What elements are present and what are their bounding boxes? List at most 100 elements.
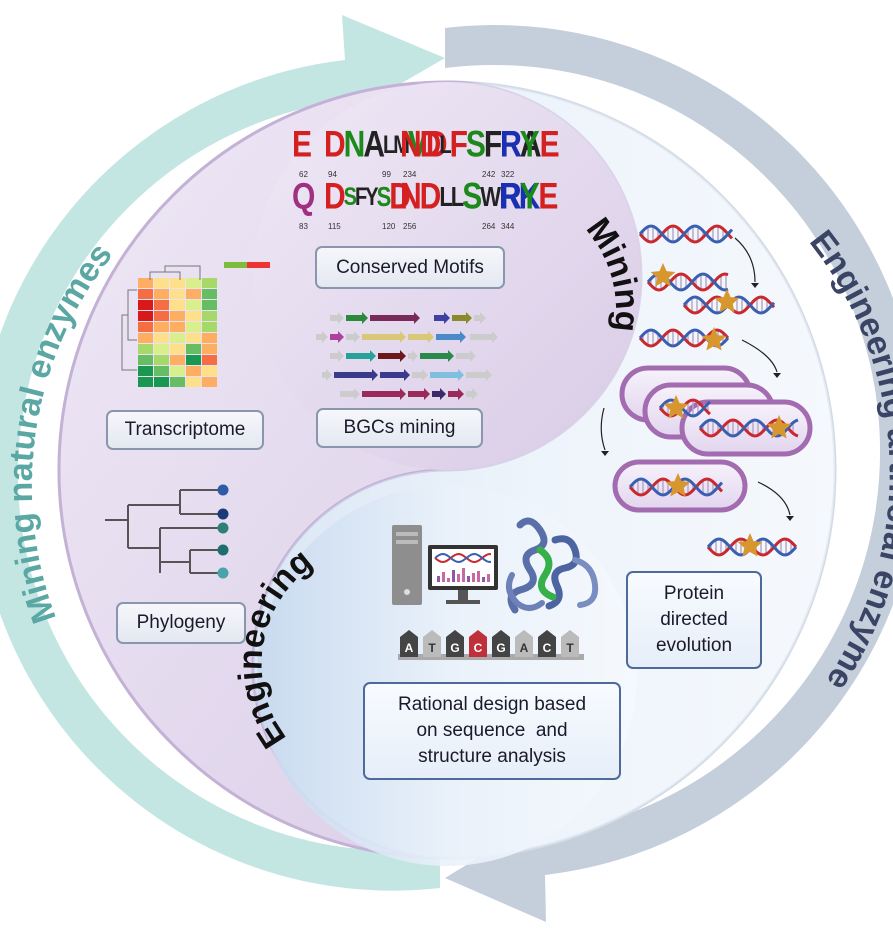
- bgc-gene-arrow: [408, 350, 418, 362]
- conserved-motifs-label: Conserved Motifs: [336, 256, 484, 278]
- motif-num: 62: [299, 170, 308, 179]
- heatmap-cell: [138, 333, 153, 343]
- sequence-letter: G: [496, 641, 505, 655]
- directed-evolution-graphic: [600, 224, 813, 557]
- motif-num: 115: [328, 222, 341, 231]
- motif-num: 99: [382, 170, 391, 179]
- bgc-gene-arrow: [380, 369, 410, 381]
- bgc-gene-arrow: [448, 388, 464, 400]
- bgc-gene-arrow: [408, 388, 430, 400]
- sequence-base: [400, 637, 418, 657]
- rational-design-line: structure analysis: [418, 746, 566, 767]
- sequence-letter: G: [450, 641, 459, 655]
- sequence-letter: C: [474, 641, 483, 655]
- screen-bar: [437, 576, 440, 582]
- heatmap-cell: [138, 344, 153, 354]
- rational-design-line: on sequence and: [416, 720, 568, 741]
- bgc-gene-arrow: [322, 369, 332, 381]
- heatmap-cell: [154, 366, 169, 376]
- heatmap-cell: [170, 366, 185, 376]
- bgc-gene-arrow: [434, 312, 450, 324]
- mutation-star-icon: [650, 263, 676, 287]
- bgc-gene-arrow: [340, 388, 360, 400]
- bgc-gene-arrow: [470, 331, 498, 343]
- protein-structure-icon: [505, 517, 599, 614]
- protein-evolution-line: Protein: [663, 583, 725, 604]
- heatmap-cell: [138, 355, 153, 365]
- sequence-base: [469, 637, 487, 657]
- screen-bar: [447, 578, 450, 582]
- transcriptome-box: Transcriptome: [106, 410, 264, 450]
- cell-capsule: [679, 399, 813, 457]
- screen-bar: [472, 573, 475, 582]
- heatmap-cell: [202, 366, 217, 376]
- screen-bar: [442, 572, 445, 582]
- transcriptome-label: Transcriptome: [124, 419, 246, 440]
- bgc-gene-arrow: [408, 331, 434, 343]
- mutation-star-icon: [714, 289, 740, 313]
- bgc-gene-arrow: [330, 312, 344, 324]
- phylogeny-label: Phylogeny: [136, 612, 226, 633]
- heatmap-cell: [170, 289, 185, 299]
- heatmap-cell: [138, 322, 153, 332]
- bgc-gene-arrow: [346, 331, 360, 343]
- sequence-baseline: [398, 654, 584, 660]
- sequence-letter: T: [428, 641, 436, 655]
- screen-bar: [457, 574, 460, 582]
- heatmap-cell: [154, 377, 169, 387]
- heatmap-cell: [202, 355, 217, 365]
- heatmap-cell: [138, 311, 153, 321]
- bgcs-mining-box: BGCs mining: [316, 408, 483, 448]
- heatmap-cell: [138, 366, 153, 376]
- bgc-gene-arrow: [346, 350, 376, 362]
- bgc-gene-arrow: [316, 331, 328, 343]
- phylogeny-tree: [105, 489, 222, 574]
- heatmap-cell: [138, 278, 153, 288]
- mutation-star-icon: [663, 395, 689, 419]
- flow-arrow: [734, 237, 756, 283]
- heatmap-cell: [186, 377, 201, 387]
- bgc-gene-arrow: [362, 331, 406, 343]
- screen-bar: [467, 576, 470, 582]
- sequence-base: [538, 637, 556, 657]
- sequence-base: [561, 637, 579, 657]
- heatmap-cell: [154, 278, 169, 288]
- motif-num: 94: [328, 170, 337, 179]
- conserved-motifs-box: Conserved Motifs: [315, 246, 505, 289]
- sequence-letter: A: [520, 641, 529, 655]
- bgc-gene-arrow: [346, 312, 368, 324]
- heatmap-cell: [170, 278, 185, 288]
- heatmap-cell: [138, 377, 153, 387]
- heatmap-cell: [170, 311, 185, 321]
- heatmap-cell: [202, 344, 217, 354]
- dna-helix: [638, 224, 734, 244]
- sequence-letter: A: [405, 641, 414, 655]
- rational-design-line: Rational design based: [397, 694, 587, 715]
- flow-arrow: [741, 339, 778, 373]
- bgc-gene-arrow: [330, 331, 344, 343]
- heatmap-cell: [202, 289, 217, 299]
- bgc-gene-arrow: [466, 388, 478, 400]
- heatmap-cell: [154, 289, 169, 299]
- phylogeny-nodes: [217, 484, 229, 579]
- protein-evolution-box: Protein directed evolution: [626, 571, 762, 669]
- screen-bar: [462, 568, 465, 582]
- heatmap-cell: [170, 377, 185, 387]
- heatmap-cell: [202, 377, 217, 387]
- bgc-gene-arrow: [430, 369, 464, 381]
- bgc-gene-arrow: [334, 369, 378, 381]
- heatmap-cell: [186, 333, 201, 343]
- motif-num: 120: [382, 222, 396, 231]
- bgcs-mining-label: BGCs mining: [343, 417, 456, 438]
- protein-evolution-line: evolution: [655, 635, 733, 656]
- heatmap-cell: [170, 355, 185, 365]
- sequence-letter: T: [566, 641, 574, 655]
- heatmap-cell: [202, 333, 217, 343]
- heatmap-cell: [170, 322, 185, 332]
- flow-arrow: [757, 481, 791, 516]
- bgc-gene-arrow: [456, 350, 476, 362]
- sequence-letter: C: [543, 641, 552, 655]
- motif-num: 256: [403, 222, 417, 231]
- motif-num: 242: [482, 170, 496, 179]
- heatmap-cell: [154, 355, 169, 365]
